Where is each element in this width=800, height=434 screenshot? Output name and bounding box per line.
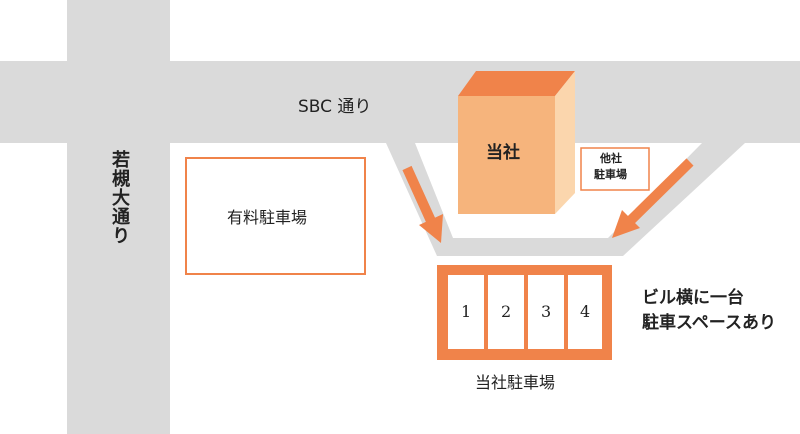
space-number-1: 1: [461, 302, 472, 321]
building-front: [458, 96, 555, 214]
paid-parking-lot: [185, 157, 366, 275]
driveway: [386, 143, 745, 256]
other-parking-label-2: 駐車場: [594, 168, 627, 181]
main-road-label: SBC 通り: [298, 97, 372, 117]
space-number-3: 3: [541, 302, 552, 321]
paid-parking-label: 有料駐車場: [227, 208, 308, 227]
building-side: [555, 71, 575, 214]
building-top: [458, 71, 575, 96]
our-parking-label: 当社駐車場: [475, 373, 556, 392]
parking-space-2: [488, 275, 524, 349]
note-line-2: 駐車スペースあり: [642, 313, 776, 333]
other-parking-label-1: 他社: [600, 152, 622, 165]
other-parking-box: [580, 147, 650, 191]
parking-space-3: [528, 275, 564, 349]
arrow-right-entry: [612, 158, 694, 238]
our-company-label: 当社: [486, 143, 520, 163]
parking-space-4: [568, 275, 602, 349]
main-road: [0, 61, 800, 143]
side-road-label: 若槻大通り: [109, 150, 130, 245]
space-number-2: 2: [501, 302, 512, 321]
arrow-left-entry: [402, 165, 443, 243]
note-line-1: ビル横に一台: [642, 288, 744, 308]
space-number-4: 4: [580, 302, 591, 321]
parking-space-1: [448, 275, 484, 349]
